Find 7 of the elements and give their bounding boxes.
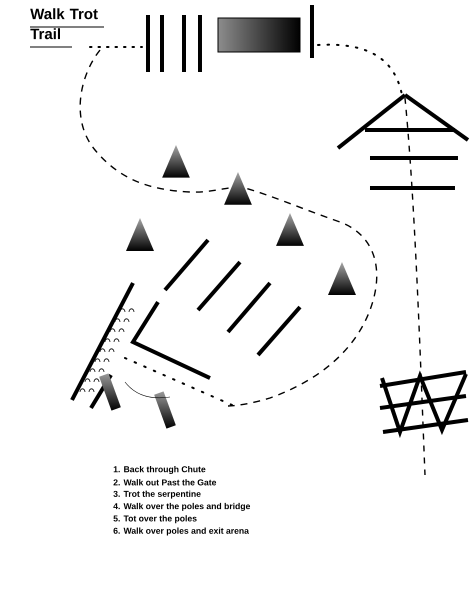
list-item: 3. Trot the serpentine: [113, 490, 201, 499]
list-item: 4. Walk over the poles and bridge: [113, 502, 250, 511]
list-item: 5. Tot over the poles: [113, 515, 197, 524]
list-item: 6. Walk over poles and exit arena: [114, 528, 249, 536]
list-item: 1. Back through Chute: [114, 466, 206, 474]
list-item: 2. Walk out Past the Gate: [114, 479, 216, 486]
title: Walk Trot Trail: [30, 8, 104, 48]
